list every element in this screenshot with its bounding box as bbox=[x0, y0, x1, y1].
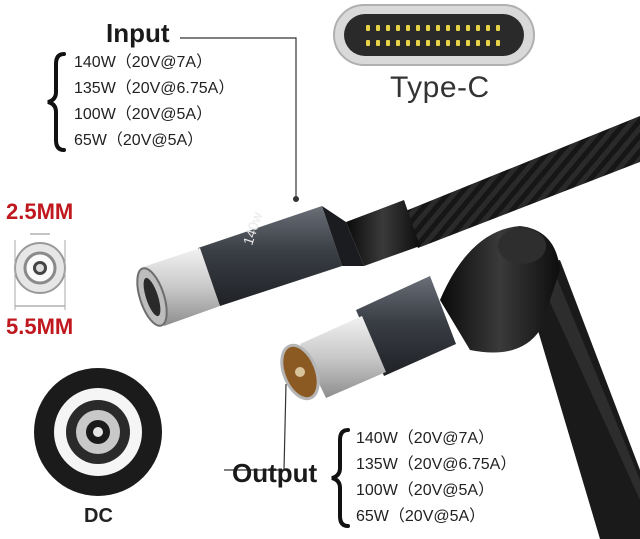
dc-connector-face-icon bbox=[34, 368, 162, 496]
output-title: Output bbox=[232, 458, 318, 488]
input-leader-line bbox=[180, 37, 297, 196]
input-title: Input bbox=[106, 18, 170, 48]
input-spec-item: 65W（20V@5A） bbox=[74, 132, 204, 149]
output-leader-line bbox=[224, 383, 287, 471]
output-spec-item: 65W（20V@5A） bbox=[356, 508, 486, 525]
outer-diameter-label: 5.5MM bbox=[6, 314, 74, 339]
inner-diameter-label: 2.5MM bbox=[6, 199, 74, 224]
output-brace bbox=[331, 428, 350, 528]
input-spec-list: 140W（20V@7A） 135W（20V@6.75A） 100W（20V@5A… bbox=[74, 50, 234, 154]
input-brace bbox=[47, 52, 66, 152]
dc-dimension-diagram bbox=[14, 233, 66, 310]
output-spec-item: 135W（20V@6.75A） bbox=[356, 456, 517, 473]
input-spec-item: 100W（20V@5A） bbox=[74, 106, 213, 123]
type-c-port-icon bbox=[333, 4, 535, 66]
type-c-cable: 140w bbox=[136, 116, 640, 327]
type-c-label: Type-C bbox=[390, 71, 490, 104]
dc-label: DC bbox=[84, 505, 113, 527]
input-spec-item: 140W（20V@7A） bbox=[74, 54, 213, 71]
input-spec-item: 135W（20V@6.75A） bbox=[74, 80, 235, 97]
output-spec-list: 140W（20V@7A） 135W（20V@6.75A） 100W（20V@5A… bbox=[356, 426, 516, 530]
output-spec-item: 140W（20V@7A） bbox=[356, 430, 495, 447]
output-spec-item: 100W（20V@5A） bbox=[356, 482, 495, 499]
dc-cable bbox=[280, 226, 640, 539]
